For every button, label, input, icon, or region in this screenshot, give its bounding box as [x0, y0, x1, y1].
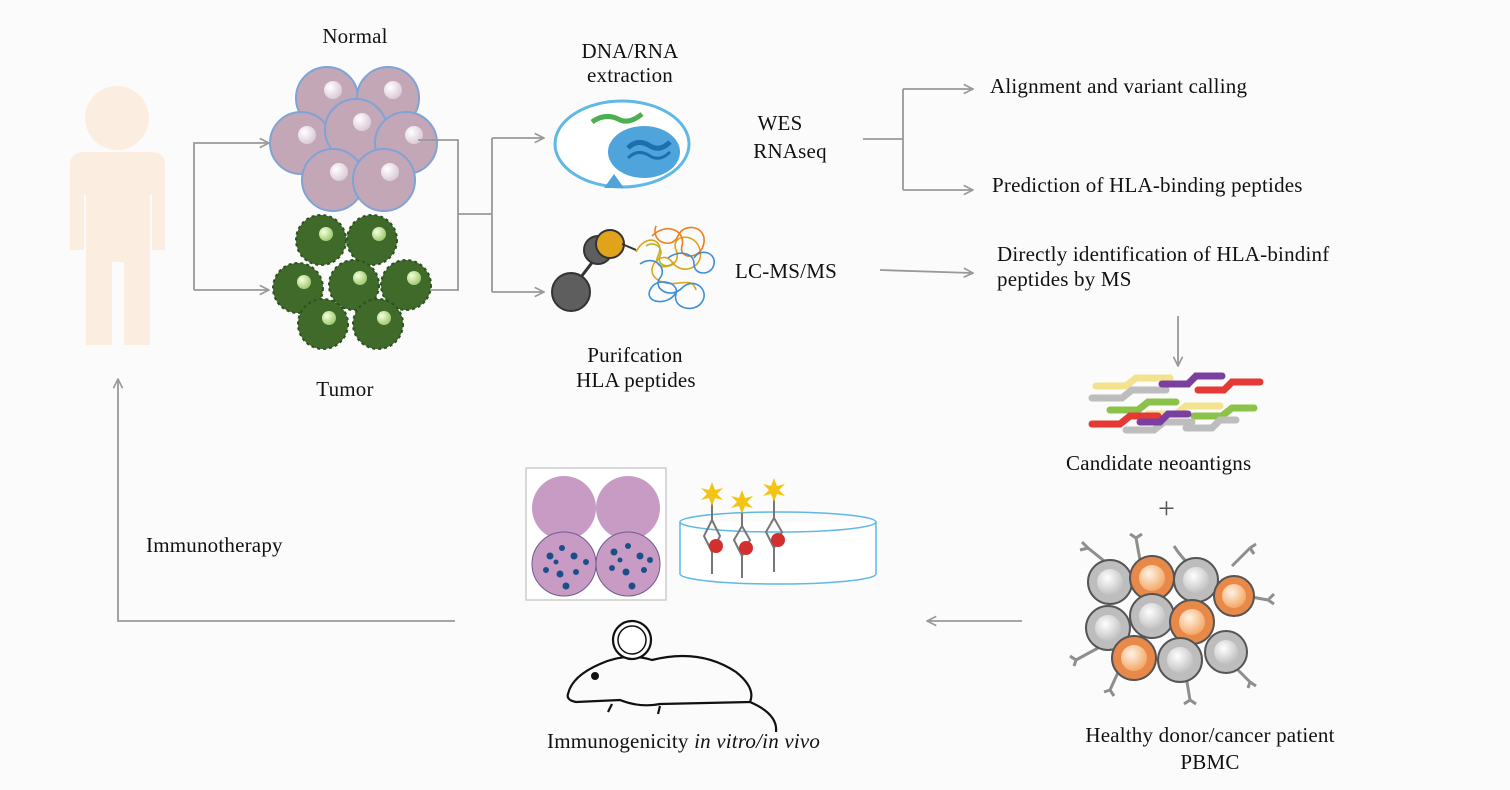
- extraction-label-line2: extraction: [587, 63, 673, 87]
- flow-arrows: [118, 89, 1178, 621]
- pbmc-cluster-icon: [1069, 532, 1276, 706]
- extraction-label-line1: DNA/RNA: [581, 39, 679, 63]
- lcms-label: LC-MS/MS: [735, 259, 837, 283]
- tumor-cell-cluster-icon: [272, 214, 432, 350]
- wes-label: WES: [757, 111, 803, 135]
- direct-id-label-line1: Directly identification of HLA-bindinf: [997, 242, 1330, 266]
- immunogenicity-label: Immunogenicity in vitro/in vivo: [547, 729, 820, 753]
- tumor-label: Tumor: [316, 377, 374, 401]
- candidate-label: Candidate neoantigns: [1066, 451, 1252, 475]
- elispot-plate-icon: [525, 467, 667, 601]
- human-silhouette-icon: [70, 86, 165, 345]
- direct-id-label-line2: peptides by MS: [997, 267, 1132, 291]
- assay-dish-icon: [679, 478, 877, 585]
- normal-cell-cluster-icon: [269, 66, 438, 212]
- purification-label-line1: Purifcation: [587, 343, 683, 367]
- purification-label-line2: HLA peptides: [576, 368, 696, 392]
- immunotherapy-label: Immunotherapy: [146, 533, 283, 557]
- normal-label: Normal: [322, 24, 388, 48]
- alignment-label: Alignment and variant calling: [990, 74, 1248, 98]
- beads-peptides-icon: [551, 225, 715, 312]
- donor-label-line1: Healthy donor/cancer patient: [1085, 723, 1335, 747]
- immunogenicity-label-prefix: Immunogenicity: [547, 729, 695, 753]
- plus-sign: +: [1158, 492, 1175, 525]
- cell-nucleus-icon: [553, 99, 691, 189]
- immunogenicity-label-italic: in vitro/in vivo: [694, 729, 821, 753]
- donor-label-line2: PBMC: [1180, 750, 1240, 774]
- mouse-icon: [566, 619, 778, 733]
- rnaseq-label: RNAseq: [753, 139, 827, 163]
- neoantigen-peptides-icon: [1088, 372, 1264, 434]
- prediction-label: Prediction of HLA-binding peptides: [992, 173, 1303, 197]
